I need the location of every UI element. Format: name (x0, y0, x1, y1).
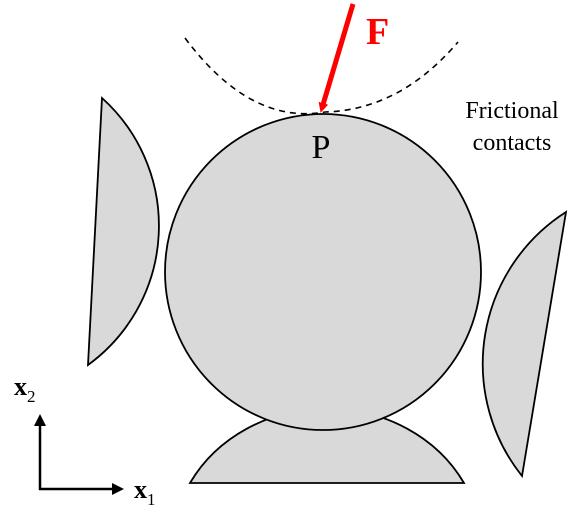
contact-point-label: P (312, 129, 331, 166)
x2-axis-label: x2 (14, 372, 36, 406)
x2-axis-label-base: x (14, 372, 27, 401)
x1-axis-label: x1 (134, 475, 156, 509)
annotation-line-1: Frictional (465, 98, 559, 124)
annotation-line-2: contacts (473, 130, 552, 156)
force-arrow (318, 3, 356, 113)
force-label: F (366, 11, 389, 53)
x1-axis-label-base: x (134, 475, 147, 504)
left-neighbor-particle (87, 96, 160, 367)
right-neighbor-particle (481, 210, 568, 479)
x2-axis-label-sub: 2 (27, 387, 36, 406)
x1-axis-label-sub: 1 (147, 490, 156, 509)
central-particle (164, 113, 482, 431)
